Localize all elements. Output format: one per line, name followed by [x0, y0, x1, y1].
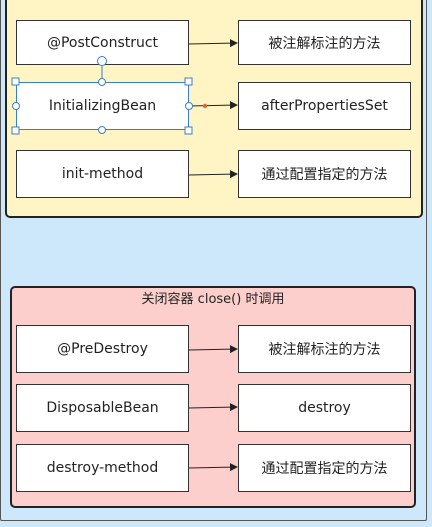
destroy-config-method-box[interactable]: 通过配置指定的方法 — [238, 444, 411, 492]
init-method-box[interactable]: init-method — [16, 150, 189, 198]
destroy-method-box[interactable]: destroy-method — [16, 444, 189, 492]
predestroy-box[interactable]: @PreDestroy — [16, 325, 189, 373]
destroy-method-name-box[interactable]: destroy — [238, 384, 411, 432]
annotated-method-box[interactable]: 被注解标注的方法 — [238, 20, 411, 65]
initializingbean-box[interactable]: InitializingBean — [16, 82, 189, 130]
disposablebean-box[interactable]: DisposableBean — [16, 384, 189, 432]
postconstruct-box[interactable]: @PostConstruct — [16, 20, 189, 65]
destroy-group-title: 关闭容器 close() 时调用 — [141, 292, 285, 307]
destroy-annotated-method-box[interactable]: 被注解标注的方法 — [238, 325, 411, 373]
config-method-box[interactable]: 通过配置指定的方法 — [238, 150, 411, 198]
afterpropertiesset-box[interactable]: afterPropertiesSet — [238, 82, 411, 130]
init-group-title: init — [7, 0, 421, 1]
